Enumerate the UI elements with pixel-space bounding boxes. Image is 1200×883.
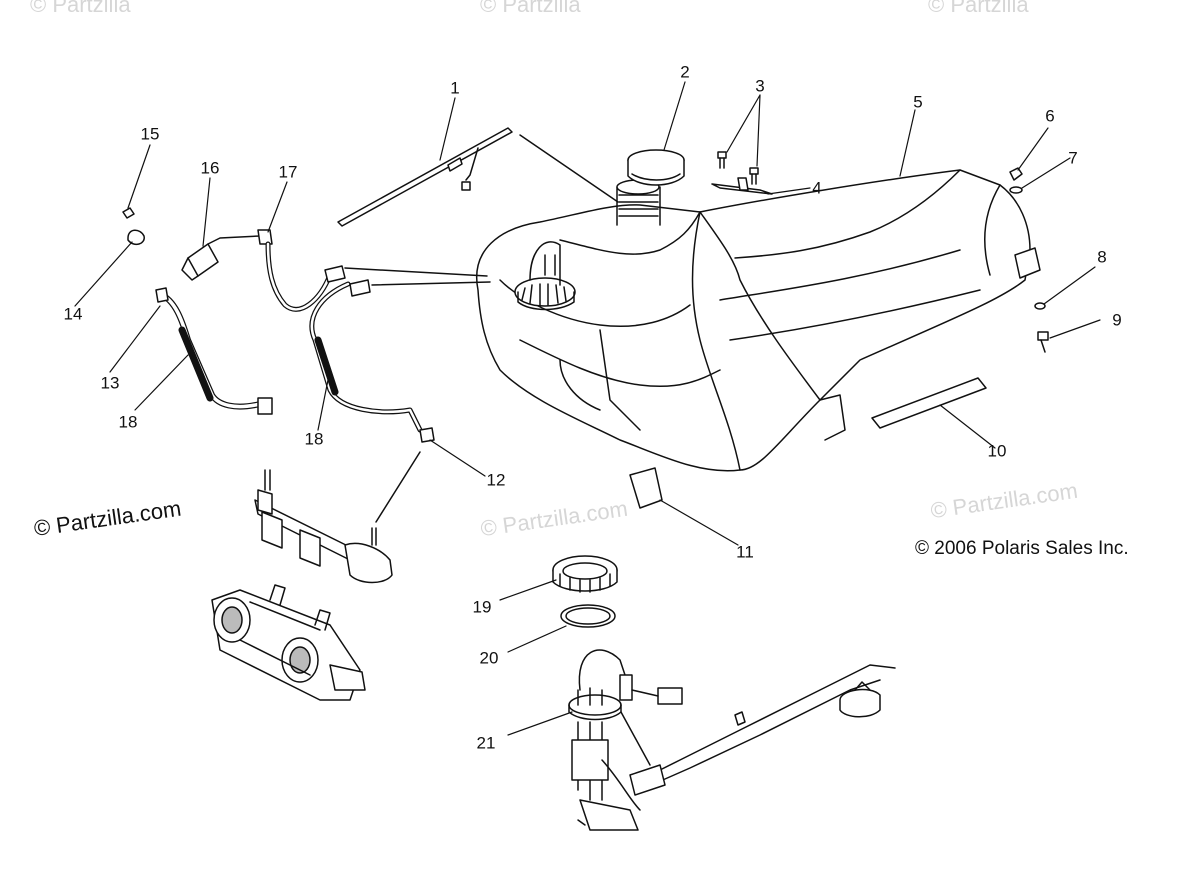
callout-17: 17 (278, 162, 298, 182)
callout-12: 12 (486, 470, 506, 490)
fuel-hoses (155, 241, 491, 443)
throttle-body (211, 584, 366, 701)
watermark-top-left: © Partzilla (30, 0, 131, 17)
watermark-top-center: © Partzilla (480, 0, 581, 17)
callout-13: 13 (100, 373, 120, 393)
callout-4: 4 (812, 178, 822, 198)
callout-8: 8 (1097, 247, 1107, 267)
callout-14: 14 (63, 304, 83, 324)
callout-11: 11 (736, 542, 754, 562)
callout-19: 19 (472, 597, 492, 617)
callout-2: 2 (680, 62, 690, 82)
callout-5: 5 (913, 92, 923, 112)
callout-15: 15 (140, 124, 160, 144)
callout-7: 7 (1068, 148, 1078, 168)
callout-21: 21 (476, 733, 496, 753)
screws (717, 151, 759, 185)
callout-18-right: 18 (304, 429, 324, 449)
gasket (560, 604, 616, 628)
fuel-pump-assembly (568, 649, 896, 831)
copyright-notice: © 2006 Polaris Sales Inc. (915, 538, 1129, 559)
bracket (711, 177, 773, 195)
callout-10: 10 (987, 441, 1007, 461)
callout-18-left: 18 (118, 412, 138, 432)
callout-1: 1 (450, 78, 460, 98)
callout-16: 16 (200, 158, 220, 178)
fuel-rail (254, 451, 421, 584)
fuel-filter (122, 207, 273, 281)
watermark-top-right: © Partzilla (928, 0, 1029, 17)
fuel-cap (627, 149, 685, 186)
callout-20: 20 (479, 648, 499, 668)
callout-3: 3 (755, 76, 765, 96)
callout-9: 9 (1112, 310, 1122, 330)
callout-6: 6 (1045, 106, 1055, 126)
leader-lines (74, 81, 1101, 736)
fuel-tank (475, 169, 1041, 472)
lock-ring (552, 555, 618, 593)
fasteners (1009, 167, 1049, 353)
pads (629, 377, 987, 509)
vent-hose (337, 127, 619, 227)
